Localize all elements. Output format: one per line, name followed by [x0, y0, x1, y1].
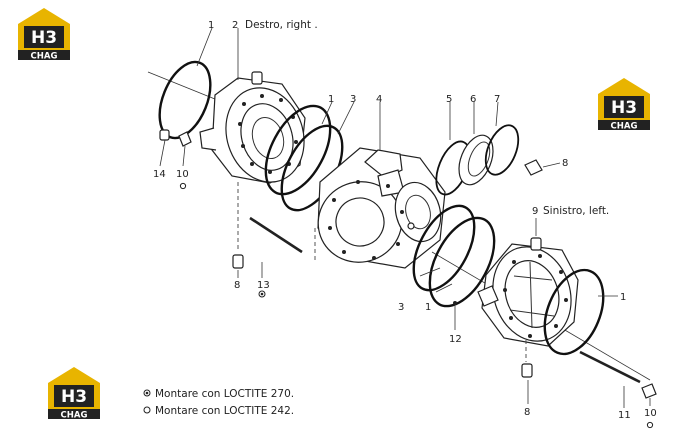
callout-11: 11: [618, 410, 631, 421]
plug-8-left: [232, 254, 244, 269]
loctite242-mark-10-upper: [179, 182, 187, 190]
svg-text:CHAG: CHAG: [611, 122, 638, 132]
svg-text:CHAG: CHAG: [31, 52, 58, 62]
svg-text:H3: H3: [61, 387, 87, 407]
callout-8-lower: 8: [524, 407, 530, 418]
legend-loctite-242: Montare con LOCTITE 242.: [155, 405, 294, 417]
callout-1-mid: 1: [328, 94, 334, 105]
legend: Montare con LOCTITE 270. Montare con LOC…: [143, 388, 294, 417]
pin-12: [453, 301, 457, 305]
bearing-cup-6: [458, 134, 494, 186]
callout-13: 13: [257, 280, 270, 291]
callout-7: 7: [494, 94, 500, 105]
plug-8-upper: [524, 159, 543, 176]
o-ring-1-upper-left: [158, 60, 212, 140]
callout-3-upper: 3: [350, 94, 356, 105]
callout-1-lower: 1: [425, 302, 431, 313]
ring-3-lower: [412, 204, 476, 292]
svg-text:H3: H3: [31, 28, 57, 48]
callout-6: 6: [470, 94, 476, 105]
logo-top-right: H3 CHAG: [598, 78, 650, 132]
callout-12: 12: [449, 334, 462, 345]
legend-loctite242-symbol: [143, 406, 151, 414]
caption-sinistro-left: Sinistro, left.: [543, 205, 609, 217]
fitting-14: [159, 129, 170, 141]
svg-text:H3: H3: [611, 98, 637, 118]
logo-top-left: H3 CHAG: [18, 8, 70, 62]
o-ring-1-lower: [428, 216, 496, 308]
callout-10-upper: 10: [176, 169, 189, 180]
callout-4: 4: [376, 94, 382, 105]
svg-text:CHAG: CHAG: [61, 411, 88, 421]
callout-8-left: 8: [234, 280, 240, 291]
housing-center: [317, 147, 446, 269]
stud-11: [579, 350, 641, 384]
callout-14: 14: [153, 169, 166, 180]
legend-loctite-270: Montare con LOCTITE 270.: [155, 388, 294, 400]
callout-10-lower: 10: [644, 408, 657, 419]
loctite242-mark-10-lower: [646, 421, 654, 429]
logo-bottom-left: H3 CHAG: [48, 367, 100, 421]
plug-8-lower: [521, 363, 533, 378]
housing-left: [477, 237, 579, 347]
callout-2: 2: [232, 20, 238, 31]
o-ring-1-right: [543, 268, 605, 356]
callout-8-upper: 8: [562, 158, 568, 169]
ring-7: [484, 124, 520, 176]
nut-10-upper: [178, 131, 192, 147]
stud-13: [249, 216, 303, 254]
housing-right: [199, 71, 306, 184]
nut-10-lower: [641, 383, 657, 399]
callout-9: 9: [532, 206, 538, 217]
callout-1-upper-left: 1: [208, 20, 214, 31]
callout-5: 5: [446, 94, 452, 105]
o-ring-1-mid-upper: [264, 104, 332, 196]
caption-destro-right: Destro, right .: [245, 19, 318, 31]
callout-1-right: 1: [620, 292, 626, 303]
callout-3-lower: 3: [398, 302, 404, 313]
